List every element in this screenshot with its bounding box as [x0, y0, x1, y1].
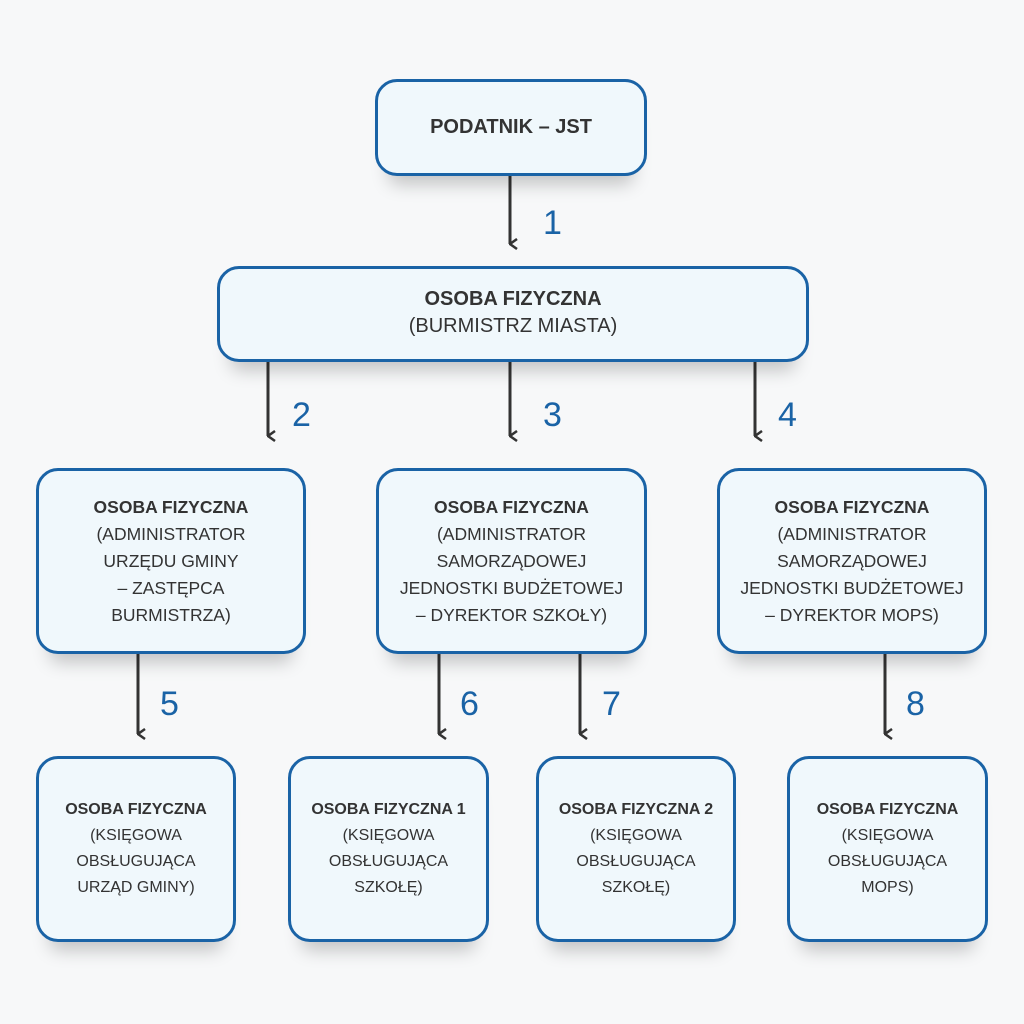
node-line: (ADMINISTRATOR	[96, 523, 246, 544]
node-dyrektor-mops: OSOBA FIZYCZNA (ADMINISTRATOR SAMORZĄDOW…	[717, 468, 987, 654]
node-title: OSOBA FIZYCZNA	[93, 496, 249, 517]
node-line: – ZASTĘPCA	[117, 577, 225, 598]
node-ksiegowa-szkola-1: OSOBA FIZYCZNA 1 (KSIĘGOWA OBSŁUGUJĄCA S…	[288, 756, 489, 942]
node-line: BURMISTRZA)	[111, 604, 231, 625]
node-line: (KSIĘGOWA	[590, 827, 682, 844]
edge-label-5: 5	[160, 685, 179, 723]
node-title: PODATNIK – JST	[430, 116, 592, 138]
node-line: (KSIĘGOWA	[90, 827, 182, 844]
edge-label-1: 1	[543, 204, 562, 242]
node-line: (ADMINISTRATOR	[777, 523, 927, 544]
node-line: SZKOŁĘ)	[601, 879, 671, 896]
node-ksiegowa-gmina: OSOBA FIZYCZNA (KSIĘGOWA OBSŁUGUJĄCA URZ…	[36, 756, 236, 942]
node-title: OSOBA FIZYCZNA	[424, 287, 602, 310]
node-line: (KSIĘGOWA	[342, 827, 435, 844]
node-line: JEDNOSTKI BUDŻETOWEJ	[740, 577, 964, 598]
edge-label-3: 3	[543, 396, 562, 434]
node-dyrektor-szkoly: OSOBA FIZYCZNA (ADMINISTRATOR SAMORZĄDOW…	[376, 468, 647, 654]
node-line: (ADMINISTRATOR	[436, 523, 587, 544]
node-line: OBSŁUGUJĄCA	[76, 853, 196, 870]
node-line: OBSŁUGUJĄCA	[576, 853, 696, 870]
node-line: – DYREKTOR SZKOŁY)	[415, 604, 608, 625]
node-podatnik-jst: PODATNIK – JST	[375, 79, 647, 176]
edge-label-2: 2	[292, 396, 311, 434]
node-line: SZKOŁĘ)	[354, 879, 423, 896]
node-title: OSOBA FIZYCZNA 2	[558, 801, 714, 818]
node-title: OSOBA FIZYCZNA 1	[311, 801, 466, 818]
node-title: OSOBA FIZYCZNA	[774, 496, 930, 517]
node-line: OBSŁUGUJĄCA	[827, 853, 948, 870]
node-title: OSOBA FIZYCZNA	[434, 496, 589, 517]
edge-label-4: 4	[778, 396, 797, 434]
node-line: (KSIĘGOWA	[841, 827, 934, 844]
node-burmistrz: OSOBA FIZYCZNA (BURMISTRZ MIASTA)	[217, 266, 809, 362]
node-zastepca: OSOBA FIZYCZNA (ADMINISTRATOR URZĘDU GMI…	[36, 468, 306, 654]
edge-label-8: 8	[906, 685, 925, 723]
node-line: – DYREKTOR MOPS)	[765, 604, 939, 625]
node-line: SAMORZĄDOWEJ	[436, 550, 587, 571]
node-line: URZĘDU GMINY	[103, 550, 239, 571]
node-line: JEDNOSTKI BUDŻETOWEJ	[399, 577, 624, 598]
node-ksiegowa-szkola-2: OSOBA FIZYCZNA 2 (KSIĘGOWA OBSŁUGUJĄCA S…	[536, 756, 736, 942]
node-title: OSOBA FIZYCZNA	[816, 801, 959, 818]
node-ksiegowa-mops: OSOBA FIZYCZNA (KSIĘGOWA OBSŁUGUJĄCA MOP…	[787, 756, 988, 942]
node-line: MOPS)	[861, 879, 914, 896]
edge-label-6: 6	[460, 685, 479, 723]
node-line: (BURMISTRZ MIASTA)	[408, 314, 618, 337]
edge-label-7: 7	[602, 685, 621, 723]
node-line: OBSŁUGUJĄCA	[328, 853, 449, 870]
node-line: SAMORZĄDOWEJ	[777, 550, 927, 571]
node-title: OSOBA FIZYCZNA	[65, 801, 207, 818]
node-line: URZĄD GMINY)	[77, 879, 195, 896]
